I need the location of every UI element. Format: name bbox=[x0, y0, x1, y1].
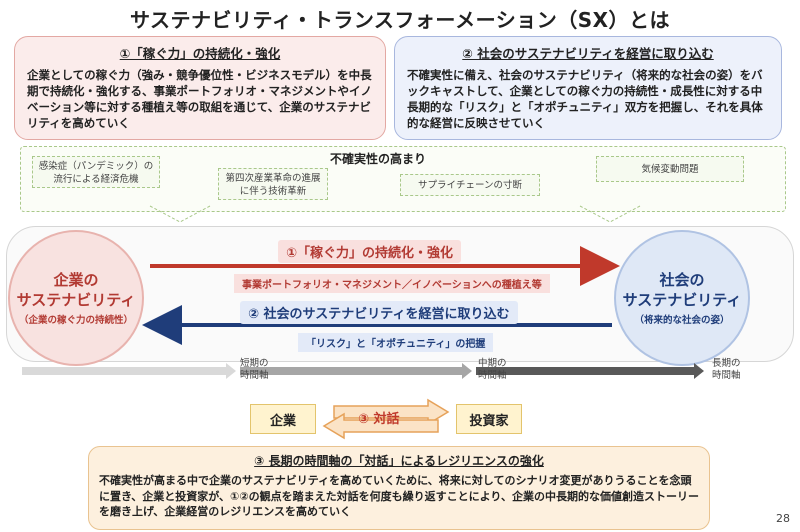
page-title: サステナビリティ・トランスフォーメーション（SX）とは bbox=[129, 8, 671, 32]
dialogue-arrows bbox=[322, 398, 450, 440]
timeline-short-label: 短期の 時間軸 bbox=[240, 358, 269, 382]
earning-power-heading: ①「稼ぐ力」の持続化・強化 bbox=[119, 46, 281, 61]
social-sustainability-label-2: サステナビリティ bbox=[622, 291, 742, 309]
timeline-long-arrow bbox=[476, 363, 704, 379]
earning-power-body: 企業としての稼ぐ力（強み・競争優位性・ビジネスモデル）を中長期で持続化・強化する… bbox=[27, 68, 372, 130]
flow-arrows bbox=[142, 246, 620, 345]
factor-industrial-revolution: 第四次産業革命の進展に伴う技術革新 bbox=[218, 168, 328, 200]
company-box: 企業 bbox=[250, 404, 316, 434]
timeline-short-arrow bbox=[22, 363, 236, 379]
resilience-box: ③ 長期の時間軸の「対話」によるレジリエンスの強化 不確実性が高まる中で企業のサ… bbox=[88, 446, 710, 530]
page-number: 28 bbox=[776, 512, 790, 525]
earning-power-arrow-label: ①「稼ぐ力」の持続化・強化 bbox=[278, 240, 462, 263]
timeline-long-line1: 長期の bbox=[712, 358, 741, 369]
investor-box: 投資家 bbox=[456, 404, 522, 434]
timeline-mid-arrow bbox=[240, 363, 472, 379]
timeline-short-line1: 短期の bbox=[240, 358, 269, 369]
timeline-mid-line1: 中期の bbox=[478, 358, 507, 369]
corporate-sustainability-sub: （企業の稼ぐ力の持続性） bbox=[18, 315, 133, 326]
corporate-sustainability-circle: 企業の サステナビリティ （企業の稼ぐ力の持続性） bbox=[8, 230, 144, 366]
dialogue-arrow-left bbox=[322, 412, 439, 440]
timeline-arrows bbox=[22, 363, 704, 379]
uncertainty-title: 不確実性の高まり bbox=[330, 152, 427, 166]
factor-climate-change: 気候変動問題 bbox=[596, 156, 744, 182]
earning-power-box: ①「稼ぐ力」の持続化・強化 企業としての稼ぐ力（強み・競争優位性・ビジネスモデル… bbox=[14, 36, 386, 140]
earning-power-arrow-sublabel: 事業ポートフォリオ・マネジメント／イノベーションへの種植え等 bbox=[234, 274, 550, 293]
factor-supply-chain: サプライチェーンの寸断 bbox=[400, 174, 540, 196]
social-sustainability-heading: ② 社会のサステナビリティを経営に取り込む bbox=[462, 46, 714, 61]
corporate-sustainability-label-1: 企業の bbox=[53, 271, 99, 289]
resilience-heading: ③ 長期の時間軸の「対話」によるレジリエンスの強化 bbox=[254, 454, 544, 468]
timeline-long-line2: 時間軸 bbox=[712, 370, 741, 381]
social-sustainability-circle: 社会の サステナビリティ （将来的な社会の姿） bbox=[614, 230, 750, 366]
social-sustainability-sub: （将来的な社会の姿） bbox=[634, 315, 730, 326]
timeline-long-label: 長期の 時間軸 bbox=[712, 358, 741, 382]
timeline-mid-line2: 時間軸 bbox=[478, 370, 507, 381]
dialogue-arrow-right bbox=[333, 398, 450, 426]
factor-pandemic: 感染症（パンデミック）の流行による経済危機 bbox=[32, 156, 160, 188]
social-intake-arrow-sublabel: 「リスク」と「オポチュニティ」の把握 bbox=[298, 333, 494, 352]
social-intake-arrow-label: ② 社会のサステナビリティを経営に取り込む bbox=[240, 301, 518, 324]
dialogue-label: ③ 対話 bbox=[358, 412, 400, 427]
social-sustainability-box: ② 社会のサステナビリティを経営に取り込む 不確実性に備え、社会のサステナビリテ… bbox=[394, 36, 782, 140]
uncertainty-connectors bbox=[149, 205, 641, 223]
corporate-sustainability-label-2: サステナビリティ bbox=[16, 291, 136, 309]
timeline-short-line2: 時間軸 bbox=[240, 370, 269, 381]
social-sustainability-body: 不確実性に備え、社会のサステナビリティ（将来的な社会の姿）をバックキャストして、… bbox=[407, 68, 763, 130]
timeline-mid-label: 中期の 時間軸 bbox=[478, 358, 507, 382]
resilience-body: 不確実性が高まる中で企業のサステナビリティを高めていくために、将来に対してのシナ… bbox=[99, 474, 699, 518]
social-sustainability-label-1: 社会の bbox=[659, 271, 705, 289]
